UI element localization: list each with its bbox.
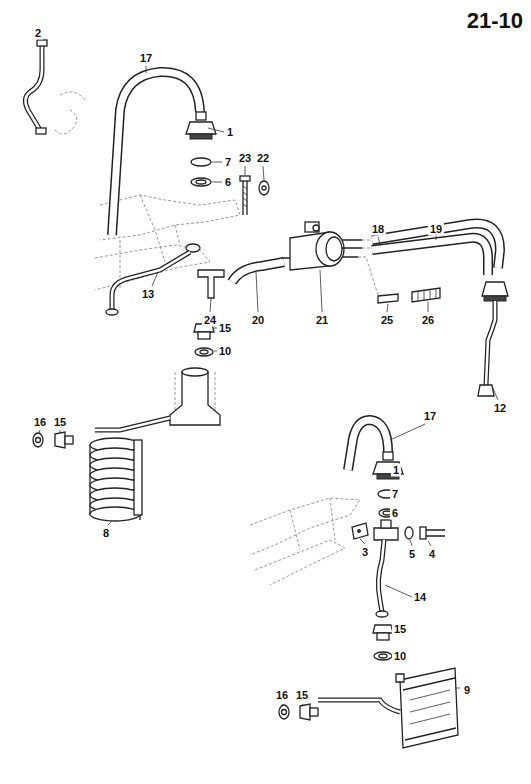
callout-number: 1	[391, 464, 401, 477]
fitting-15-washer-10-upper	[194, 324, 214, 356]
fitting-15-washer-10-lower	[373, 625, 393, 660]
callout-number: 23	[237, 152, 253, 165]
engine-outline-lower	[250, 498, 360, 585]
callout-number: 8	[101, 527, 111, 540]
callout-number: 15	[392, 623, 408, 636]
valve-pipe-12	[478, 282, 508, 396]
callout-number: 17	[422, 410, 438, 423]
valve-1-upper	[186, 112, 216, 186]
callout-number: 15	[294, 689, 310, 702]
pipe-13	[106, 244, 200, 315]
bracket-3-bolt-4-washer-5	[352, 520, 445, 540]
hose-20	[232, 262, 284, 282]
callout-number: 25	[379, 314, 395, 327]
callout-number: 10	[392, 650, 408, 663]
heater-box-9	[318, 668, 458, 748]
callout-number: 19	[428, 223, 444, 236]
callout-number: 13	[140, 288, 156, 301]
callout-number: 2	[33, 27, 43, 40]
page-number: 21-10	[467, 8, 523, 34]
callout-number: 1	[225, 126, 235, 139]
pipe-14	[376, 540, 388, 617]
pipe-2	[25, 40, 47, 134]
callout-number: 6	[223, 176, 233, 189]
pipe-25-hose-26	[378, 288, 440, 303]
callout-number: 22	[255, 152, 271, 165]
callout-number: 26	[420, 314, 436, 327]
callout-number: 17	[138, 52, 154, 65]
callout-number: 16	[32, 416, 48, 429]
callout-number: 14	[412, 591, 428, 604]
leader-lines	[39, 66, 498, 705]
callout-number: 10	[217, 345, 233, 358]
callout-number: 15	[52, 416, 68, 429]
hose-17-upper	[112, 72, 200, 235]
callout-number: 18	[370, 223, 386, 236]
callout-number: 7	[390, 488, 400, 501]
callout-number: 6	[390, 507, 400, 520]
callout-number: 5	[407, 548, 417, 561]
callout-number: 21	[314, 314, 330, 327]
callout-number: 15	[217, 322, 233, 335]
heater-coil-8	[90, 368, 220, 521]
callout-number: 24	[202, 314, 218, 327]
t-piece-24	[198, 270, 224, 298]
washer-16-nut-15-left	[33, 432, 73, 448]
callout-number: 4	[427, 548, 437, 561]
callout-number: 16	[274, 689, 290, 702]
valve-21	[282, 222, 362, 270]
screw-23-washer-22	[240, 176, 269, 215]
engine-outline-upper	[55, 92, 240, 290]
callout-number: 9	[462, 684, 472, 697]
callout-number: 3	[360, 546, 370, 559]
washer-16-nut-15-lower	[279, 704, 318, 720]
callout-number: 12	[492, 402, 508, 415]
callout-number: 7	[223, 156, 233, 169]
callout-number: 20	[250, 314, 266, 327]
